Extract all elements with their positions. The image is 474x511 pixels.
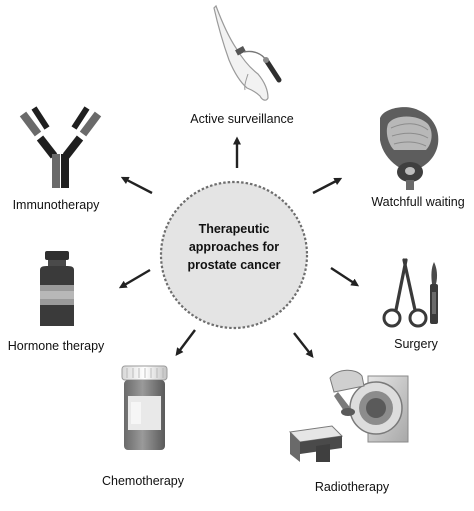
label-radiotherapy: Radiotherapy [314,480,390,494]
arrow-radiotherapy [293,332,314,358]
center-circle [159,180,309,330]
radiotherapy-machine-icon [288,369,409,462]
arrow-watchfull-waiting [312,177,343,195]
center-title-line: prostate cancer [187,258,281,272]
label-surgery: Surgery [394,337,438,351]
arrow-immunotherapy [120,176,153,195]
iv-arm-icon [213,4,282,101]
label-active-surveillance: Active surveillance [190,112,294,126]
antibody-icon [19,106,102,188]
label-chemotherapy: Chemotherapy [102,474,184,488]
surgical-instruments-icon [382,258,438,328]
label-immunotherapy: Immunotherapy [12,198,100,212]
center-title-line: Therapeutic [198,222,270,236]
arrow-surgery [330,266,360,287]
center-title: Therapeutic approaches for prostate canc… [174,220,294,274]
arrow-chemotherapy [175,329,196,356]
pill-bottle-icon [121,365,168,450]
arrows [118,136,360,358]
vial-icon [40,251,74,326]
label-hormone-therapy: Hormone therapy [7,339,105,353]
center-title-line: approaches for [188,240,280,254]
bladder-prostate-icon [380,107,439,190]
label-watchfull-waiting: Watchfull waiting [371,195,465,209]
arrow-hormone-therapy [118,268,151,289]
